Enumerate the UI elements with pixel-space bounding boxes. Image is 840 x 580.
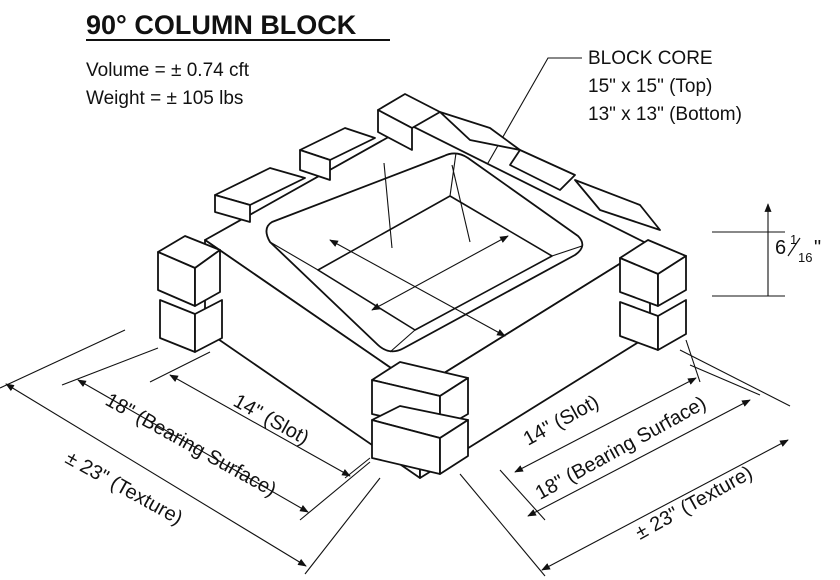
height-value: 6 — [775, 237, 786, 259]
right-texture-label: ± 23" (Texture) — [632, 462, 757, 544]
drawing-title: 90° COLUMN BLOCK — [86, 10, 357, 40]
left-slot-label: 14" (Slot) — [230, 390, 313, 449]
corner-left-lower — [159, 299, 196, 353]
core-top-size: 15" x 15" (Top) — [588, 76, 712, 97]
core-arrow-diagonal-b — [371, 235, 509, 311]
height-unit: " — [814, 237, 821, 259]
core-label: BLOCK CORE — [588, 48, 713, 69]
left-texture-dim-line — [5, 383, 307, 567]
height-fraction-num: 1 — [790, 232, 797, 247]
volume-spec: Volume = ± 0.74 cft — [86, 60, 250, 81]
height-fraction-den: 16 — [798, 250, 812, 265]
height-dimension: 6 1 16 " — [712, 203, 821, 297]
weight-spec: Weight = ± 105 lbs — [86, 88, 243, 109]
right-texture-dim-line — [541, 439, 789, 571]
left-texture-label: ± 23" (Texture) — [62, 447, 187, 529]
core-bottom-size: 13" x 13" (Bottom) — [588, 104, 742, 125]
column-block — [157, 93, 687, 479]
